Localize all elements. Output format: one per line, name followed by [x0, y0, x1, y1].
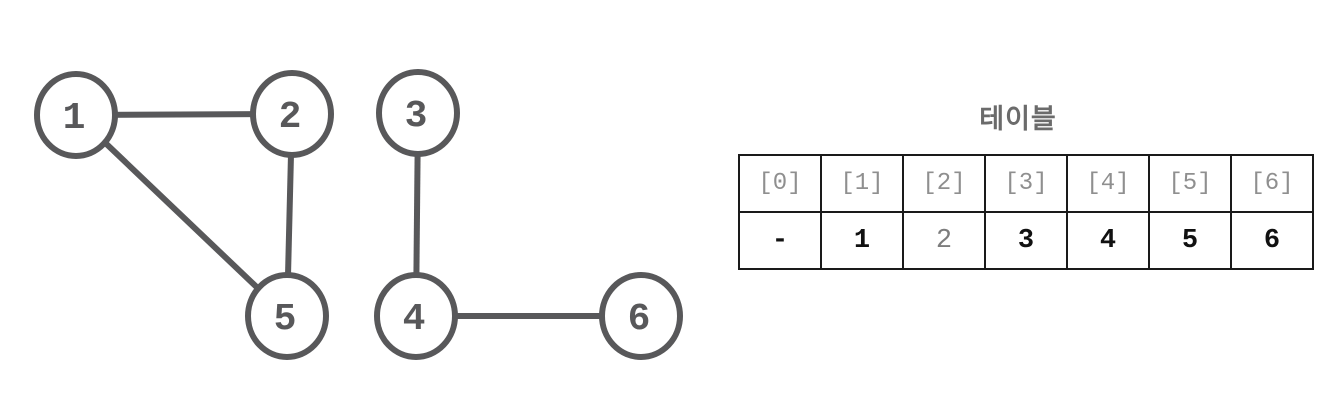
table-header-cell-1: [1] — [820, 154, 904, 213]
table-value-cell-0: - — [738, 211, 822, 270]
table-header-cell-4: [4] — [1066, 154, 1150, 213]
node-circle-6 — [599, 272, 683, 360]
node-circle-4 — [374, 272, 458, 360]
node-label-1: 1 — [63, 97, 86, 140]
graph-node-3: 3 — [376, 69, 460, 157]
table-value-cell-2: 2 — [902, 211, 986, 270]
table-title: 테이블 — [979, 104, 1057, 134]
node-circle-5 — [245, 272, 329, 360]
table-header-cell-2: [2] — [902, 154, 986, 213]
graph-canvas: 1 2 3 4 5 6 — [34, 69, 683, 360]
graph-edge-1-5 — [73, 112, 290, 319]
table-header-row: [0] [1] [2] [3] [4] [5] [6] — [738, 154, 1314, 213]
node-circle-1 — [34, 71, 118, 159]
table-header-cell-6: [6] — [1230, 154, 1314, 213]
table-value-cell-1: 1 — [820, 211, 904, 270]
table-panel: 테이블 [0] [1] [2] [3] [4] [5] [6] - 1 2 3 … — [738, 96, 1314, 270]
node-circle-3 — [376, 69, 460, 157]
node-label-3: 3 — [405, 95, 428, 138]
table-value-cell-3: 3 — [984, 211, 1068, 270]
table-value-cell-6: 6 — [1230, 211, 1314, 270]
node-label-2: 2 — [279, 96, 302, 139]
graph-node-5: 5 — [245, 272, 329, 360]
graph-node-1: 1 — [34, 71, 118, 159]
graph-node-6: 6 — [599, 272, 683, 360]
table-value-cell-5: 5 — [1148, 211, 1232, 270]
graph-node-2: 2 — [250, 70, 334, 158]
lookup-table: [0] [1] [2] [3] [4] [5] [6] - 1 2 3 4 5 … — [738, 154, 1314, 270]
table-header-cell-5: [5] — [1148, 154, 1232, 213]
table-header-cell-3: [3] — [984, 154, 1068, 213]
graph-node-4: 4 — [374, 272, 458, 360]
node-label-4: 4 — [403, 298, 426, 341]
table-value-row: - 1 2 3 4 5 6 — [738, 211, 1314, 270]
node-circle-2 — [250, 70, 334, 158]
node-label-5: 5 — [274, 298, 297, 341]
table-value-cell-4: 4 — [1066, 211, 1150, 270]
table-header-cell-0: [0] — [738, 154, 822, 213]
node-label-6: 6 — [628, 298, 651, 341]
